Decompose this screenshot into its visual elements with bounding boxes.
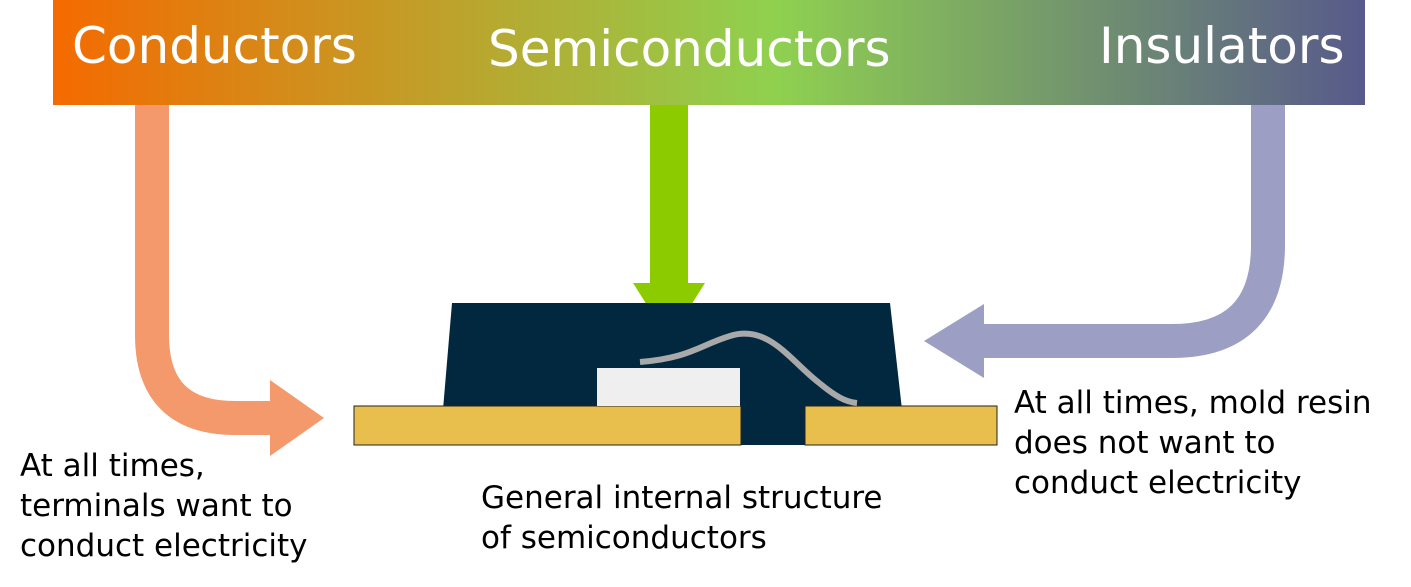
insulator-arrow-shaft bbox=[980, 105, 1285, 358]
structure-caption: General internal structure of semiconduc… bbox=[481, 478, 883, 558]
insulator-caption-line: conduct electricity bbox=[1014, 465, 1302, 501]
insulator-caption-line: does not want to bbox=[1014, 425, 1276, 461]
lead-frame-left bbox=[353, 405, 742, 446]
semiconductor-die bbox=[597, 368, 740, 406]
lead-frame-right bbox=[804, 405, 998, 446]
insulator-caption-line: At all times, mold resin bbox=[1014, 385, 1372, 421]
structure-caption-line: General internal structure bbox=[481, 480, 883, 516]
insulator-caption: At all times, mold resin does not want t… bbox=[1014, 383, 1372, 503]
semiconductors-label: Semiconductors bbox=[488, 20, 891, 78]
material-spectrum-banner bbox=[53, 0, 1365, 105]
semiconductor-arrow-shaft bbox=[650, 105, 688, 285]
conductor-caption-line: terminals want to bbox=[20, 488, 293, 524]
insulator-arrow bbox=[924, 105, 1285, 378]
semiconductor-package bbox=[353, 303, 998, 446]
conductor-caption-line: At all times, bbox=[20, 448, 205, 484]
conductor-caption-line: conduct electricity bbox=[20, 528, 308, 564]
conductor-caption: At all times, terminals want to conduct … bbox=[20, 446, 308, 566]
conductor-arrow bbox=[135, 105, 324, 456]
conductors-label: Conductors bbox=[72, 17, 357, 75]
conductor-arrow-head bbox=[270, 380, 324, 456]
structure-caption-line: of semiconductors bbox=[481, 520, 767, 556]
conductor-arrow-shaft bbox=[135, 105, 272, 435]
insulator-arrow-head bbox=[924, 304, 984, 378]
semiconductor-arrow bbox=[633, 105, 705, 340]
bond-wire bbox=[639, 330, 858, 406]
insulators-label: Insulators bbox=[1099, 17, 1345, 75]
